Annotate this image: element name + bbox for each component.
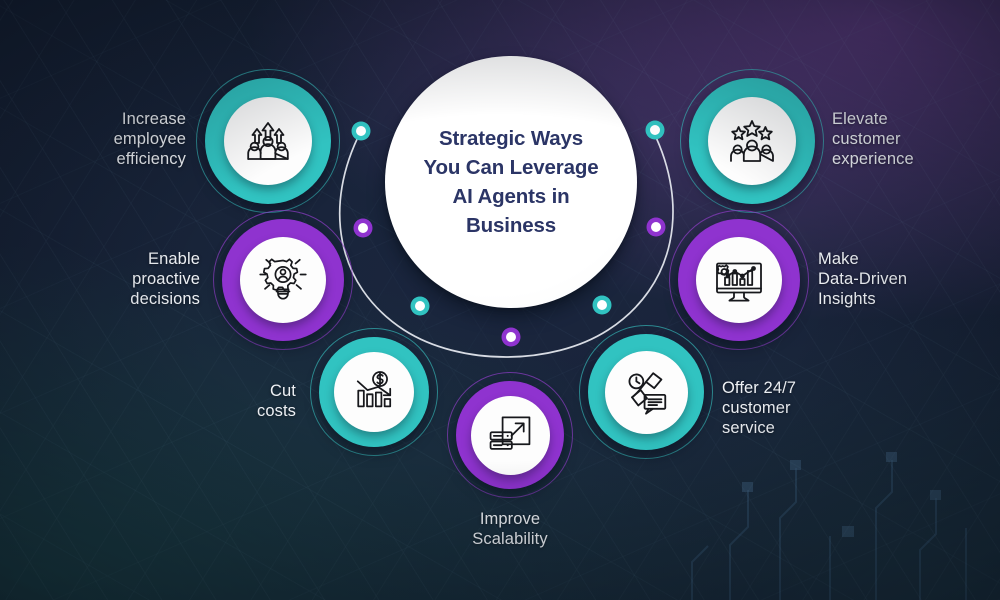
infographic-canvas: Strategic Ways You Can Leverage AI Agent… xyxy=(0,0,1000,600)
background-vignette xyxy=(0,0,1000,600)
